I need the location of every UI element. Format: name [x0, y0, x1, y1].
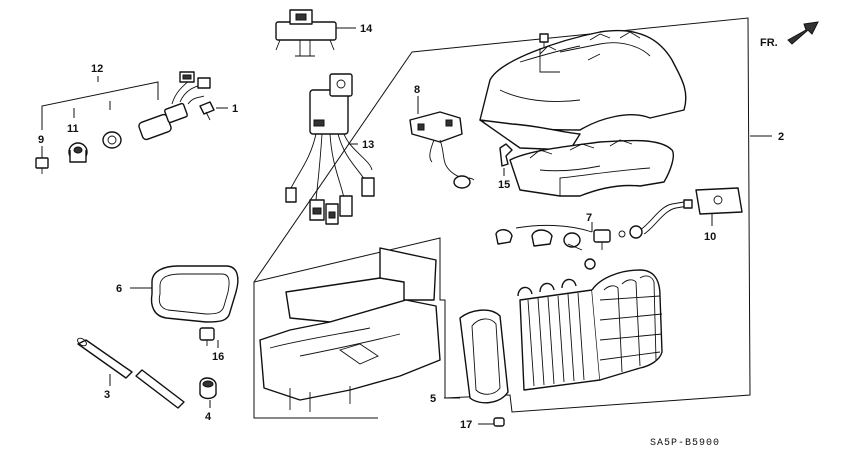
callout-10: 10	[704, 231, 716, 243]
upper-case-housing	[479, 29, 687, 151]
direction-label: FR.	[760, 37, 778, 49]
callout-8: 8	[414, 84, 420, 96]
callout-14: 14	[360, 23, 373, 35]
thermo-sensor-part	[618, 199, 693, 239]
callout-17: 17	[460, 419, 472, 431]
grommet-part	[102, 131, 122, 149]
callout-3: 3	[104, 389, 110, 401]
callout-5: 5	[430, 393, 436, 405]
callout-15: 15	[498, 179, 510, 191]
callout-1: 1	[232, 103, 238, 115]
relay-part-14	[275, 9, 337, 57]
callout-16: 16	[212, 351, 224, 363]
screw-part-1	[199, 101, 215, 121]
callout-11: 11	[67, 123, 79, 135]
drain-hose-part-3	[77, 337, 185, 409]
frame-seal-part-5	[459, 309, 509, 404]
valve-part-7	[495, 224, 611, 270]
grommet-part-4	[199, 377, 217, 400]
evaporator-core	[517, 269, 663, 391]
front-direction-arrow: FR.	[760, 21, 819, 49]
callout-13: 13	[362, 139, 374, 151]
seal-part-10	[695, 187, 743, 215]
lower-housing-pan	[259, 247, 441, 412]
assembly-outline	[253, 17, 751, 419]
resistor-harness-part-13	[285, 73, 375, 225]
callout-6: 6	[116, 283, 122, 295]
seal-ring-part-6	[150, 265, 239, 323]
bolt-part-9	[35, 157, 49, 174]
callout-2: 2	[778, 131, 784, 143]
clip-part-15	[499, 143, 513, 167]
bolt-part-16	[199, 327, 215, 346]
callout-4: 4	[205, 411, 212, 423]
bracket-12	[41, 76, 159, 130]
callout-7: 7	[586, 212, 592, 224]
screw-part-17	[493, 417, 505, 427]
drawing-code: SA5P-B5900	[650, 438, 720, 449]
assembly-outline-left	[253, 51, 413, 283]
actuator-motor-part	[138, 71, 211, 141]
servo-motor-part-8	[409, 111, 475, 189]
callout-12: 12	[91, 63, 103, 75]
bolt-top	[539, 33, 549, 48]
callout-9: 9	[38, 134, 44, 146]
bushing-part-11	[68, 142, 88, 163]
lower-case-housing	[509, 139, 674, 197]
